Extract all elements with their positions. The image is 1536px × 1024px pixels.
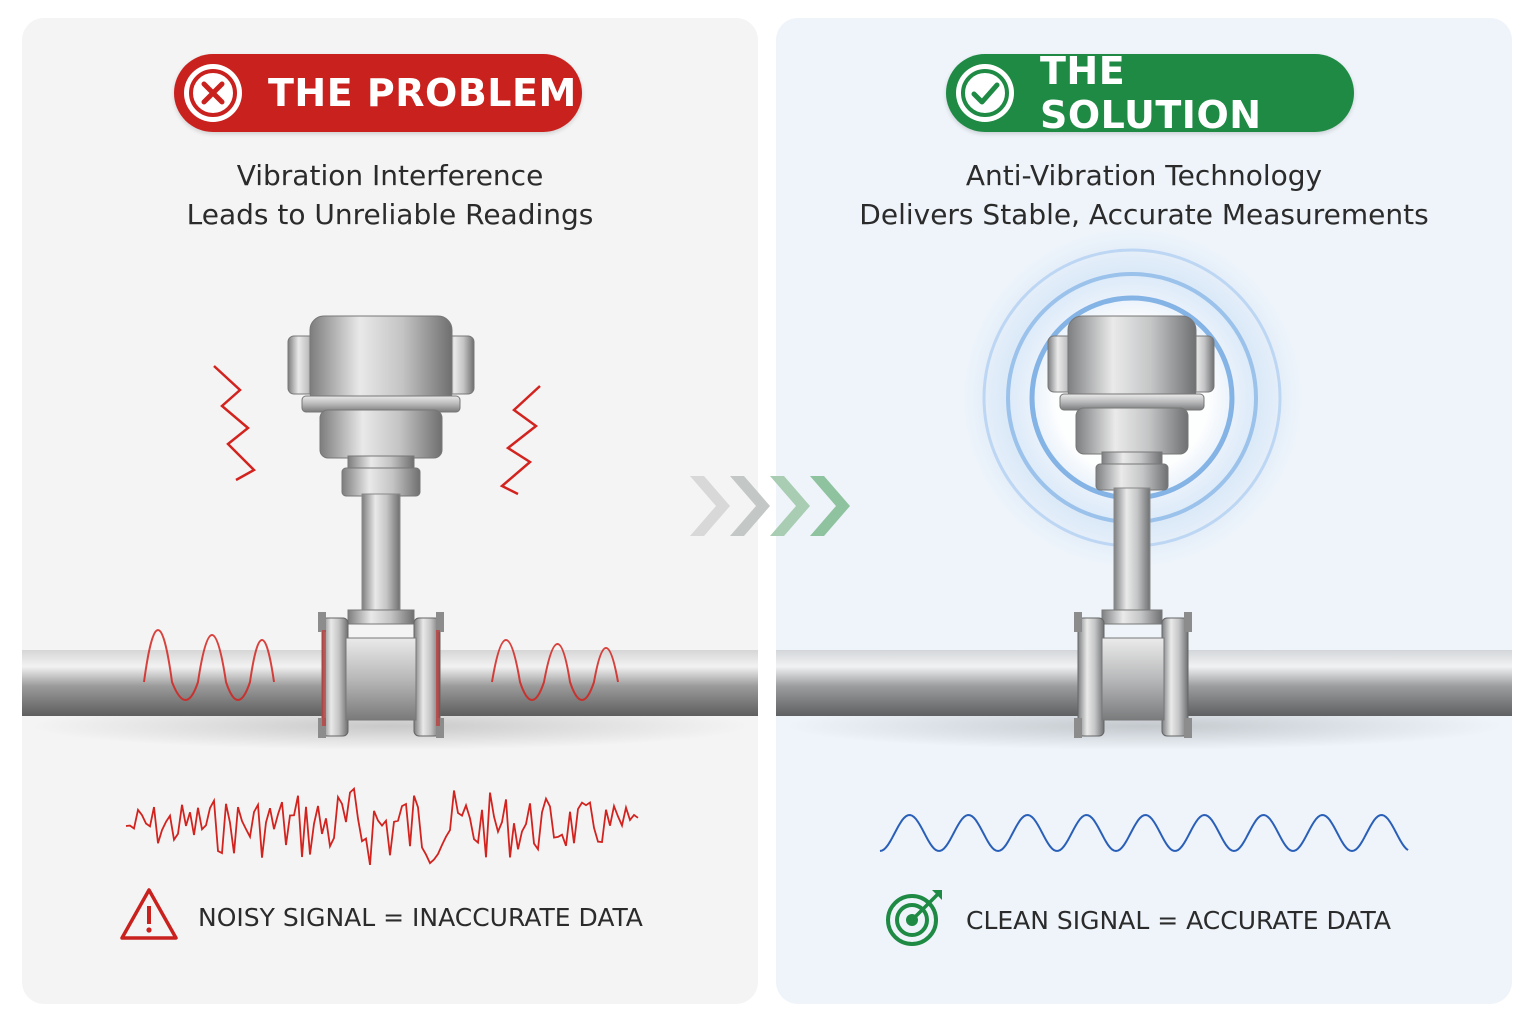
pipe-vibration-waves	[143, 629, 619, 701]
solution-badge: THE SOLUTION	[946, 49, 1354, 137]
problem-badge-label: THE PROBLEM	[268, 71, 577, 115]
solution-footer-text: CLEAN SIGNAL = ACCURATE DATA	[966, 905, 1391, 935]
solution-badge-label: THE SOLUTION	[1040, 49, 1262, 137]
vibration-zigzag-right	[499, 385, 541, 496]
solution-footer: CLEAN SIGNAL = ACCURATE DATA	[882, 886, 1391, 954]
solution-subtitle-line1: Anti-Vibration Technology	[965, 159, 1323, 192]
transition-arrows	[690, 476, 850, 536]
solution-illustration	[776, 228, 1512, 853]
problem-panel: THE PROBLEM Vibration Interference Leads…	[22, 18, 758, 1004]
flow-meter	[1047, 315, 1215, 738]
problem-subtitle: Vibration Interference Leads to Unreliab…	[22, 156, 758, 234]
solution-panel: THE SOLUTION Anti-Vibration Technology D…	[776, 18, 1512, 1004]
solution-subtitle-line2: Delivers Stable, Accurate Measurements	[859, 198, 1429, 231]
problem-subtitle-line1: Vibration Interference	[236, 159, 544, 192]
problem-subtitle-line2: Leads to Unreliable Readings	[186, 198, 594, 231]
flow-meter	[287, 315, 475, 738]
vibration-zigzag-left	[213, 365, 257, 482]
chevron-right-icon	[770, 476, 810, 536]
problem-footer-text: NOISY SIGNAL = INACCURATE DATA	[198, 902, 643, 932]
solution-subtitle: Anti-Vibration Technology Delivers Stabl…	[776, 156, 1512, 234]
problem-badge: THE PROBLEM	[174, 54, 582, 132]
chevron-right-icon	[810, 476, 850, 536]
problem-footer: NOISY SIGNAL = INACCURATE DATA	[118, 886, 643, 948]
clean-signal-waveform	[879, 813, 1409, 853]
checkmark-icon	[956, 64, 1014, 122]
noisy-signal-waveform	[125, 786, 639, 866]
target-icon	[882, 886, 948, 954]
warning-triangle-icon	[118, 886, 180, 948]
x-icon	[184, 64, 242, 122]
problem-illustration	[22, 315, 758, 866]
chevron-right-icon	[730, 476, 770, 536]
chevron-right-icon	[690, 476, 730, 536]
